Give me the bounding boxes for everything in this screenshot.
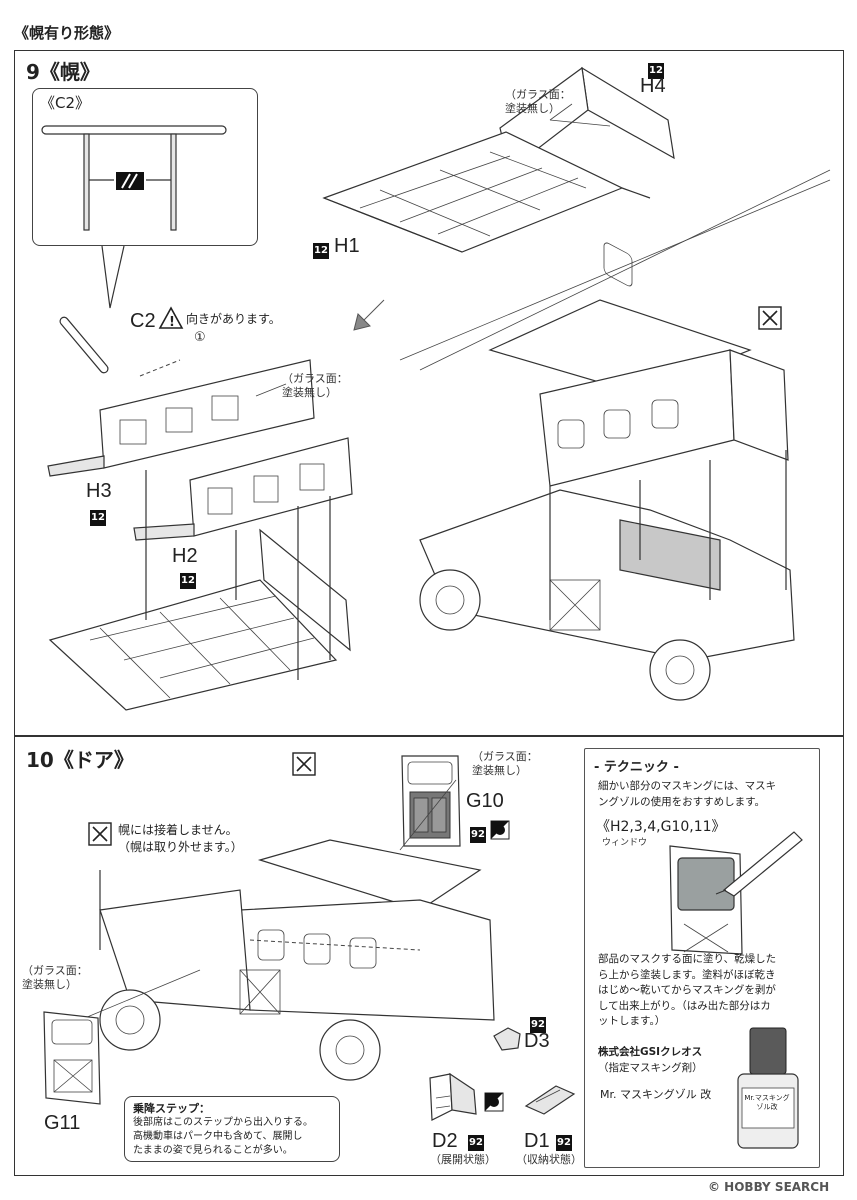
d2-paint-badge: 92 [468, 1130, 484, 1151]
d3-part-drawing [493, 1027, 521, 1051]
d2-state-text: （展開状態） [430, 1153, 496, 1166]
technique-intro: 細かい部分のマスキングには、マスキ ングゾルの使用をおすすめします。 [598, 780, 777, 808]
h2-paint-badge: 12 [180, 568, 196, 589]
step10-title: 10《ドア》 [26, 748, 134, 772]
vehicle-canopy-drawing [399, 169, 831, 701]
product-name: Mr. マスキングゾル 改 [600, 1088, 712, 1101]
d1-paint-badge: 92 [556, 1130, 572, 1151]
c2-warning-text: 向きがあります。 [186, 312, 281, 326]
h3-h2-h1-assembly-drawing [47, 316, 353, 711]
step-info-box: 乗降ステップ： 後部席はこのステップから出入りする。 高機動車はパーク中も含めて… [124, 1096, 340, 1162]
paint-mix-icon [490, 820, 510, 840]
part-g10-label: G10 [466, 790, 504, 812]
c2-detail-drawing [41, 125, 227, 309]
g10-door-drawing [401, 755, 461, 847]
masking-sol-bottle [737, 1027, 799, 1149]
part-h1-label: H1 [334, 235, 360, 257]
step9-frame [14, 50, 844, 736]
g10-paint-badge: 92 [470, 822, 486, 843]
glass-note-h4: （ガラス面： 塗装無し） [505, 88, 571, 115]
warning-icon: ! [158, 306, 184, 330]
step10-frame [14, 736, 844, 1176]
glue-icon [88, 822, 112, 846]
c2-detail-box [32, 88, 258, 246]
h4-h1-drawing [322, 66, 675, 287]
glass-note-g10: （ガラス面： 塗装無し） [472, 750, 538, 777]
part-h2-label: H2 [172, 545, 198, 567]
direction-arrow-icon [353, 299, 385, 331]
part-d3-label: D3 [524, 1030, 550, 1052]
d2-part-drawing [429, 1072, 477, 1121]
part-d2-label: D2 [432, 1130, 458, 1152]
g11-door-drawing [43, 1011, 101, 1105]
part-h4-label: H4 [640, 75, 666, 97]
svg-text:!: ! [169, 315, 175, 330]
maker-name: 株式会社GSIクレオス [598, 1046, 703, 1058]
part-h3-label: H3 [86, 480, 112, 502]
d1-state-text: （収納状態） [516, 1153, 582, 1166]
page-title: 《幌有り形態》 [14, 24, 120, 42]
no-glue-note: 幌には接着しません。 （幌は取り外せます。） [118, 823, 243, 854]
h1-paint-badge: 12 [313, 238, 329, 259]
paint-mix-icon [484, 1092, 504, 1112]
watermark: © HOBBY SEARCH [708, 1180, 830, 1194]
h4-paint-badge: 12 [648, 58, 664, 79]
bottle-label: Mr.マスキングゾル改 [744, 1094, 790, 1111]
part-g11-label: G11 [44, 1112, 81, 1134]
step9-title: 9《幌》 [26, 60, 100, 84]
technique-title: - テクニック - [594, 760, 679, 775]
glass-note-h2: （ガラス面： 塗装無し） [282, 372, 348, 399]
masking-window-drawing [669, 831, 803, 955]
step-info-body: 後部席はこのステップから出入りする。 高機動車はパーク中も含めて、展開し たまま… [133, 1117, 313, 1156]
part-d1-label: D1 [524, 1130, 550, 1152]
d3-paint-badge: 92 [530, 1012, 546, 1033]
circle-mark: ① [194, 330, 206, 345]
glue-icon [758, 306, 782, 330]
glass-note-g11: （ガラス面： 塗装無し） [22, 964, 88, 991]
window-label: ウィンドウ [602, 838, 648, 848]
maker-sub: （指定マスキング剤） [598, 1062, 703, 1074]
vehicle-doors-drawing [79, 779, 495, 1081]
glue-icon [292, 752, 316, 776]
technique-body: 部品のマスクする面に塗り、乾燥した ら上から塗装します。塗料がほぼ乾き はじめ〜… [598, 953, 777, 1027]
step-info-title: 乗降ステップ： [133, 1102, 210, 1115]
d1-part-drawing [524, 1085, 576, 1115]
h3-paint-badge: 12 [90, 505, 106, 526]
part-c2-label: C2 [130, 310, 156, 332]
c2-box-title: 《C2》 [40, 94, 91, 112]
technique-subtitle: 《H2,3,4,G10,11》 [596, 819, 726, 835]
